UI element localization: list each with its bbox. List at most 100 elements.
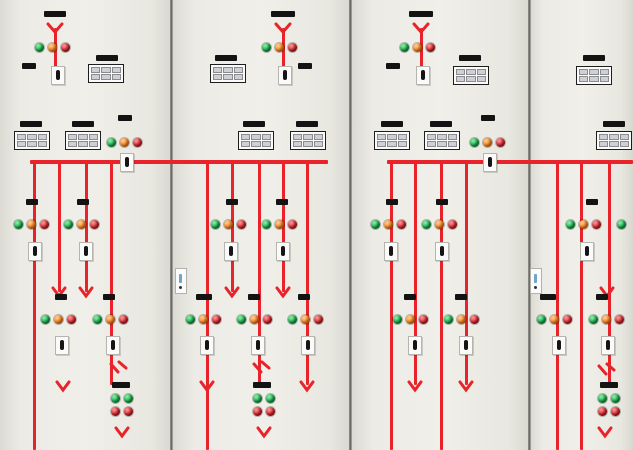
indicator-lamps <box>111 391 133 405</box>
red-lamp-icon <box>288 219 297 229</box>
green-lamp-icon <box>266 393 275 403</box>
rotary-switch <box>224 242 238 261</box>
feeder-line <box>33 160 36 450</box>
meter-display <box>65 131 101 150</box>
main-busbar <box>30 160 328 164</box>
label-plate <box>596 294 608 300</box>
indicator-lamps <box>41 312 76 326</box>
indicator-lamps <box>288 312 323 326</box>
feeder-line <box>390 160 393 450</box>
label-plate <box>436 199 448 205</box>
indicator-lamps <box>393 312 428 326</box>
red-lamp-icon <box>90 219 99 229</box>
red-lamp-icon <box>419 314 428 324</box>
red-lamp-icon <box>397 219 406 229</box>
green-lamp-icon <box>598 393 607 403</box>
red-lamp-icon <box>611 406 620 416</box>
indicator-lamps <box>14 217 49 231</box>
green-lamp-icon <box>41 314 50 324</box>
indicator-lamps <box>470 135 505 149</box>
rotary-switch <box>601 336 615 355</box>
feeder-line <box>58 160 61 292</box>
red-lamp-icon <box>40 219 49 229</box>
green-lamp-icon <box>111 393 120 403</box>
label-plate <box>96 55 118 61</box>
red-lamp-icon <box>212 314 221 324</box>
orange-lamp-icon <box>602 314 611 324</box>
green-lamp-icon <box>262 219 271 229</box>
rotary-switch <box>384 242 398 261</box>
orange-lamp-icon <box>406 314 415 324</box>
meter-display <box>238 131 274 150</box>
rotary-switch <box>278 66 292 85</box>
label-plate <box>26 199 38 205</box>
indicator-lamps <box>617 217 626 231</box>
orange-lamp-icon <box>413 42 422 52</box>
label-plate <box>386 63 400 69</box>
feeder-line <box>414 160 417 385</box>
meter-display <box>596 131 632 150</box>
red-lamp-icon <box>61 42 70 52</box>
label-plate <box>600 382 618 388</box>
rotary-switch <box>435 242 449 261</box>
rotary-switch <box>55 336 69 355</box>
indicator-lamps <box>371 217 406 231</box>
rotary-switch <box>301 336 315 355</box>
red-lamp-icon <box>253 406 262 416</box>
feeder-line <box>465 160 468 385</box>
green-lamp-icon <box>371 219 380 229</box>
meter-display <box>290 131 326 150</box>
feeder-line <box>440 160 443 450</box>
green-lamp-icon <box>589 314 598 324</box>
green-lamp-icon <box>35 42 44 52</box>
indicator-lamps <box>598 404 620 418</box>
red-lamp-icon <box>266 406 275 416</box>
orange-lamp-icon <box>579 219 588 229</box>
orange-lamp-icon <box>120 137 129 147</box>
meter-display <box>576 66 612 85</box>
orange-lamp-icon <box>483 137 492 147</box>
label-plate <box>481 115 495 121</box>
rotary-switch <box>251 336 265 355</box>
rotary-switch <box>416 66 430 85</box>
green-lamp-icon <box>393 314 402 324</box>
red-lamp-icon <box>496 137 505 147</box>
green-lamp-icon <box>262 42 271 52</box>
label-plate <box>430 121 452 127</box>
indicator-lamps <box>93 312 128 326</box>
label-plate <box>72 121 94 127</box>
orange-lamp-icon <box>301 314 310 324</box>
orange-lamp-icon <box>106 314 115 324</box>
label-plate <box>586 199 598 205</box>
meter-display <box>424 131 460 150</box>
label-plate <box>215 55 237 61</box>
orange-lamp-icon <box>550 314 559 324</box>
label-plate <box>409 11 433 17</box>
label-plate <box>459 55 481 61</box>
label-plate <box>386 199 398 205</box>
label-plate <box>55 294 67 300</box>
label-plate <box>196 294 212 300</box>
meter-display <box>88 64 124 83</box>
green-lamp-icon <box>566 219 575 229</box>
label-plate <box>103 294 115 300</box>
meter-display <box>374 131 410 150</box>
label-plate <box>455 294 467 300</box>
green-lamp-icon <box>470 137 479 147</box>
red-lamp-icon <box>598 406 607 416</box>
indicator-lamps <box>537 312 572 326</box>
rotary-switch <box>408 336 422 355</box>
indicator-lamps <box>589 312 624 326</box>
green-lamp-icon <box>211 219 220 229</box>
red-lamp-icon <box>111 406 120 416</box>
meter-display <box>453 66 489 85</box>
cabinet-seam <box>170 0 173 450</box>
label-plate <box>583 55 605 61</box>
orange-lamp-icon <box>54 314 63 324</box>
orange-lamp-icon <box>275 42 284 52</box>
label-plate <box>44 11 66 17</box>
green-lamp-icon <box>64 219 73 229</box>
indicator-lamps <box>64 217 99 231</box>
green-lamp-icon <box>93 314 102 324</box>
